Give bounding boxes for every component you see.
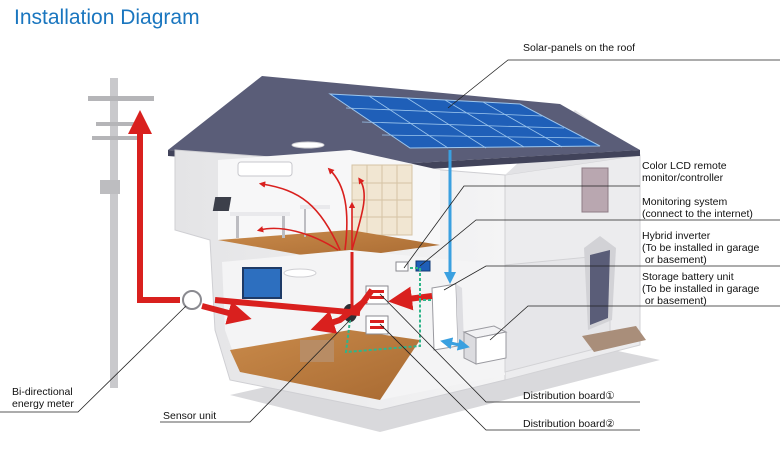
label-sensor-unit: Sensor unit (163, 410, 216, 422)
label-solar-panels: Solar-panels on the roof (523, 42, 635, 54)
label-storage-battery: Storage battery unit (To be installed in… (642, 271, 759, 307)
label-meter-line-1: Bi-directional (12, 386, 74, 398)
utility-pole (88, 78, 154, 388)
label-meter-line-2: energy meter (12, 398, 74, 410)
monitoring-system-unit (416, 261, 430, 271)
label-lcd-line-2: monitor/controller (642, 172, 727, 184)
ceiling-lamp (292, 142, 324, 148)
label-inverter-line-1: Hybrid inverter (642, 230, 759, 242)
label-lcd-controller: Color LCD remote monitor/controller (642, 160, 727, 184)
label-battery-line-1: Storage battery unit (642, 271, 759, 283)
label-hybrid-inverter: Hybrid inverter (To be installed in gara… (642, 230, 759, 266)
side-table (300, 340, 334, 362)
label-energy-meter: Bi-directional energy meter (12, 386, 74, 410)
label-lcd-line-1: Color LCD remote (642, 160, 727, 172)
ceiling-lamp-lower (284, 269, 316, 277)
hybrid-inverter-unit (432, 284, 458, 350)
label-monitoring-system: Monitoring system (connect to the intern… (642, 196, 753, 220)
label-inverter-line-2: (To be installed in garage (642, 242, 759, 254)
television (243, 268, 281, 298)
label-distribution-board-1: Distribution board① (523, 390, 615, 402)
label-inverter-line-3: or basement) (642, 254, 759, 266)
air-conditioner (238, 162, 292, 176)
lcd-controller-unit (396, 262, 408, 271)
label-battery-line-3: or basement) (642, 295, 759, 307)
side-window (582, 168, 608, 212)
label-monitoring-line-2: (connect to the internet) (642, 208, 753, 220)
bookshelf (352, 165, 412, 235)
label-monitoring-line-1: Monitoring system (642, 196, 753, 208)
label-battery-line-2: (To be installed in garage (642, 283, 759, 295)
distribution-board-2-unit (366, 316, 388, 334)
label-distribution-board-2: Distribution board② (523, 418, 615, 430)
